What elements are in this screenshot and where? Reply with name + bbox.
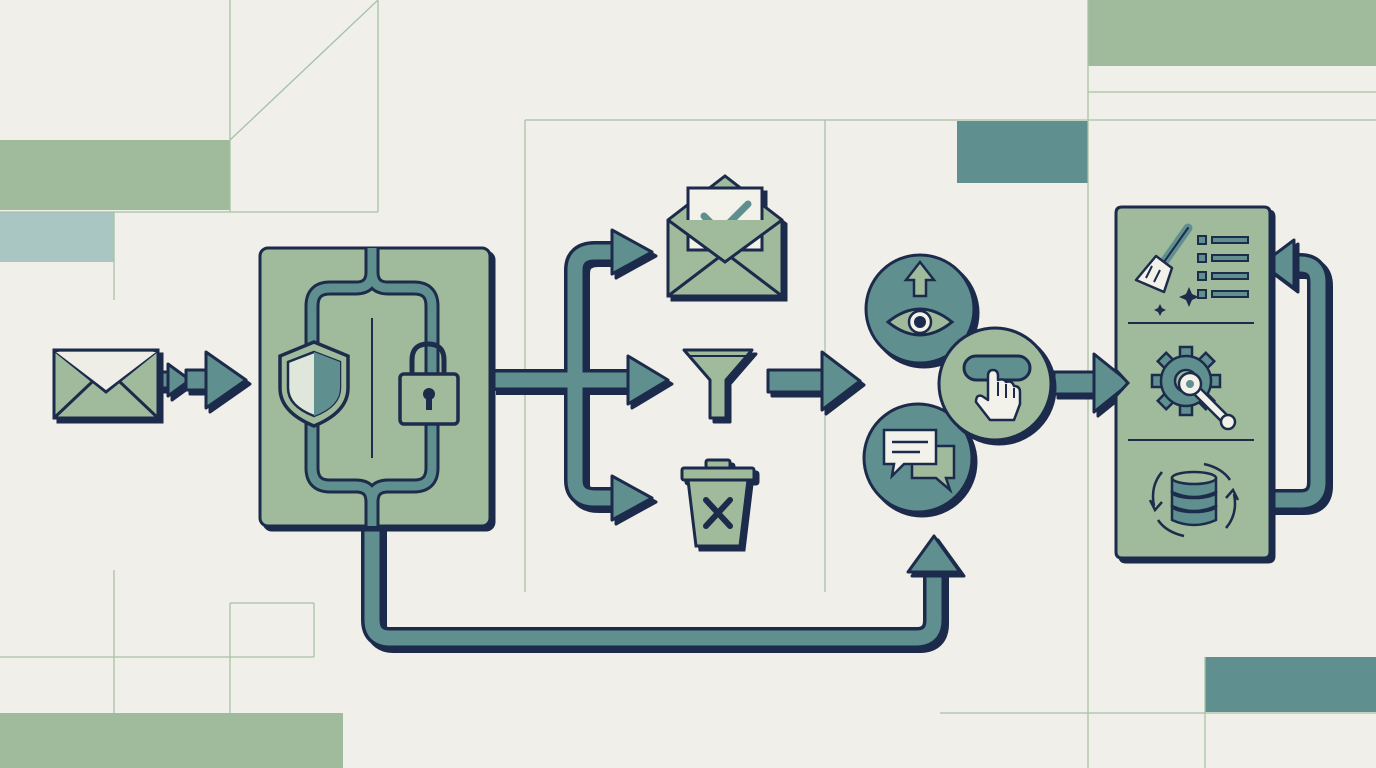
arrow-head-discard	[610, 474, 654, 522]
click-circle	[937, 326, 1053, 442]
arrow-head-inbox	[610, 228, 654, 276]
view-circle	[864, 253, 976, 365]
arrow-shaft	[766, 368, 826, 394]
funnel-icon	[682, 348, 754, 420]
database-sync-icon	[1148, 462, 1240, 538]
deco-block	[0, 140, 230, 210]
engagement-node	[862, 253, 1053, 514]
eye-up-icon	[885, 259, 955, 337]
comment-circle	[862, 402, 974, 514]
gear-wrench-icon	[1150, 345, 1237, 431]
arrow-head	[820, 350, 862, 412]
arrow-head	[166, 362, 192, 398]
deco-block	[0, 713, 343, 768]
trash-x-icon	[680, 458, 756, 548]
broom-list-icon	[1134, 223, 1249, 316]
discard-node	[680, 458, 756, 548]
deco-block	[957, 121, 1088, 183]
deco-block	[1205, 657, 1376, 712]
arrow-head-loop	[1260, 238, 1296, 290]
incoming-email-node	[52, 348, 160, 420]
envelope-icon	[52, 348, 160, 420]
filter-node	[682, 348, 754, 420]
approved-inbox-node	[666, 174, 784, 298]
envelope-check-icon	[666, 174, 784, 298]
deco-block	[1088, 0, 1376, 66]
padlock-icon	[398, 341, 460, 426]
shield-icon	[278, 340, 350, 428]
arrow-head	[204, 350, 248, 410]
arrow-head-bypass	[906, 534, 962, 574]
security-gateway-node	[258, 246, 492, 528]
maintenance-panel-node	[1114, 205, 1272, 560]
arrow-head-filter	[626, 354, 670, 406]
connectors	[140, 228, 1329, 649]
deco-block	[0, 212, 114, 262]
bypass-connector	[361, 520, 945, 649]
click-button-icon	[962, 354, 1032, 422]
chat-bubbles-icon	[882, 428, 956, 494]
arrow-head	[1092, 352, 1132, 414]
loop-connector	[1265, 253, 1329, 511]
arrow-shaft	[1052, 370, 1098, 396]
